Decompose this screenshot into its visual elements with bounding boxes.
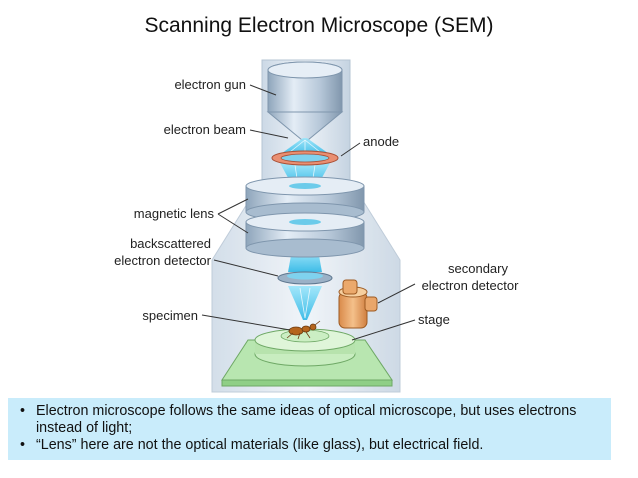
note-text: “Lens” here are not the optical material…	[36, 437, 484, 453]
page-title: Scanning Electron Microscope (SEM)	[144, 14, 494, 37]
sem-diagram: electron gun electron beam anode magneti…	[114, 59, 520, 393]
backscattered-detector	[277, 271, 333, 285]
notes-box: • Electron microscope follows the same i…	[8, 398, 611, 460]
note-item: • “Lens” here are not the optical materi…	[20, 437, 601, 454]
label-secondary: secondary	[448, 261, 508, 276]
note-text: Electron microscope follows the same ide…	[36, 403, 577, 436]
bullet-dot: •	[20, 403, 26, 419]
anode	[271, 150, 339, 166]
label-stage: stage	[418, 312, 450, 327]
electron-gun	[266, 61, 344, 141]
label-backscattered-detector: electron detector	[114, 253, 212, 268]
leader-lines	[201, 84, 416, 341]
magnetic-lens-lower	[245, 212, 365, 258]
label-backscattered: backscattered	[130, 236, 211, 251]
specimen	[286, 320, 321, 340]
label-magnetic-lens: magnetic lens	[134, 206, 215, 221]
secondary-detector	[338, 279, 378, 329]
label-electron-beam: electron beam	[164, 122, 246, 137]
label-specimen: specimen	[142, 308, 198, 323]
label-electron-gun: electron gun	[174, 77, 246, 92]
label-anode: anode	[363, 134, 399, 149]
note-item: • Electron microscope follows the same i…	[20, 403, 601, 437]
bullet-dot: •	[20, 437, 26, 453]
label-secondary-detector: electron detector	[422, 278, 520, 293]
